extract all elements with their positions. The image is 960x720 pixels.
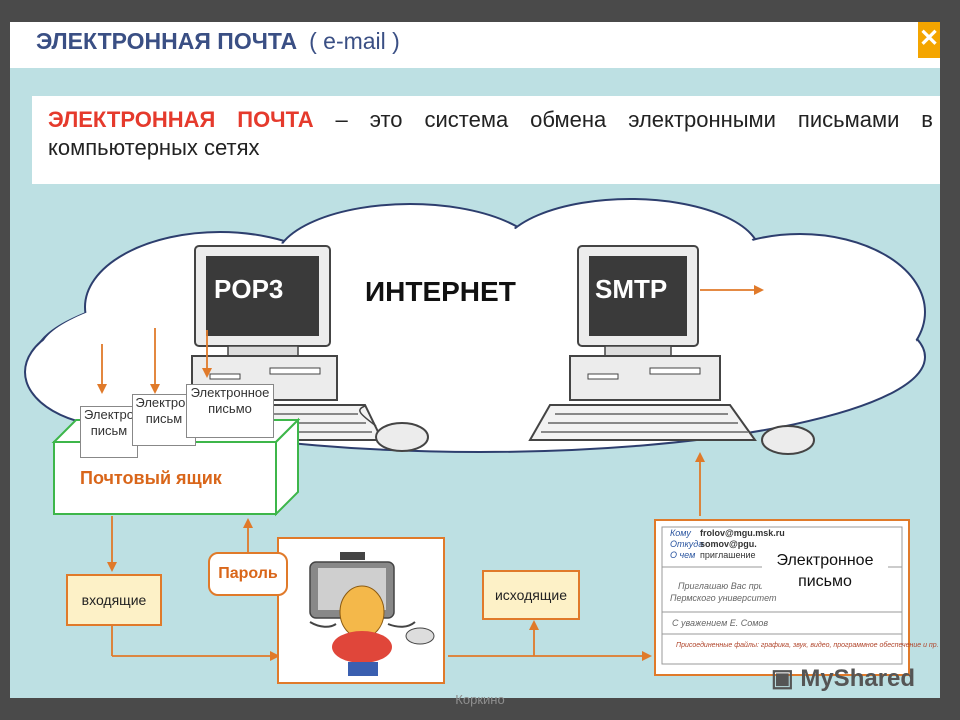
letter-subject-value: приглашение (700, 550, 756, 560)
watermark-text: MyShared (800, 665, 916, 692)
letter-document (654, 519, 910, 676)
diagram-canvas (24, 198, 926, 684)
page-title-sub: ( e-mail ) (309, 28, 400, 54)
letter-body-line1: Приглашаю Вас прин (678, 581, 769, 591)
close-button[interactable]: ✕ (918, 22, 940, 58)
mailbox-label: Почтовый ящик (80, 468, 222, 488)
slide: ЭЛЕКТРОННАЯ ПОЧТА ( e-mail ) ✕ ЭЛЕКТРОННА… (10, 22, 940, 698)
letter-title: Электронное письмо (762, 550, 888, 592)
letter-field-from: Откуда (670, 539, 704, 549)
letter-card-2-line2: письм (145, 411, 183, 426)
letter-from-value: somov@pgu. (700, 539, 757, 549)
letter-card-3: Электронное письмо (186, 384, 274, 438)
letter-title-line1: Электронное (776, 552, 874, 569)
title-bar: ЭЛЕКТРОННАЯ ПОЧТА ( e-mail ) ✕ (10, 22, 940, 68)
definition-term: ЭЛЕКТРОННАЯ ПОЧТА (48, 107, 314, 132)
user-at-computer (277, 537, 445, 684)
letter-card-1: Электро письм (80, 406, 138, 458)
outgoing-folder: исходящие (482, 570, 580, 620)
watermark-icon: ▣ (771, 665, 801, 692)
page-title-main: ЭЛЕКТРОННАЯ ПОЧТА (36, 28, 298, 54)
smtp-label: SMTP (595, 274, 668, 304)
watermark: ▣ MyShared (771, 664, 915, 693)
flow-arrows (97, 285, 764, 661)
password-badge: Пароль (208, 552, 288, 596)
letter-card-2-line1: Электрон (135, 395, 193, 410)
smtp-computer (528, 245, 815, 455)
letter-field-to: Кому (670, 528, 691, 538)
letter-attachments: Присоединенные файлы: графика, звук, вид… (676, 642, 939, 649)
definition-body: – это система обмена электронными письма… (48, 107, 933, 160)
footer-text: Коркино (455, 692, 505, 707)
letter-signature: С уважением Е. Сомов (672, 618, 769, 628)
letter-title-line2: письмо (798, 573, 852, 590)
letter-to-value: frolov@mgu.msk.ru (700, 528, 785, 538)
letter-field-subject: О чем (670, 550, 696, 560)
letter-card-3-line2: письмо (208, 401, 252, 416)
letter-body-line2: Пермского университет (670, 593, 777, 603)
definition-box: ЭЛЕКТРОННАЯ ПОЧТА – это система обмена э… (32, 96, 940, 184)
letter-card-1-line1: Электро (84, 407, 134, 422)
page-title: ЭЛЕКТРОННАЯ ПОЧТА ( e-mail ) (36, 28, 400, 55)
letter-card-1-line2: письм (90, 423, 128, 438)
definition-text: ЭЛЕКТРОННАЯ ПОЧТА – это система обмена э… (48, 106, 933, 162)
pop3-label: POP3 (214, 274, 284, 304)
incoming-folder: входящие (66, 574, 162, 626)
internet-label: ИНТЕРНЕТ (365, 276, 516, 307)
letter-card-2: Электрон письм (132, 394, 196, 446)
letter-card-3-line1: Электронное (190, 385, 270, 400)
